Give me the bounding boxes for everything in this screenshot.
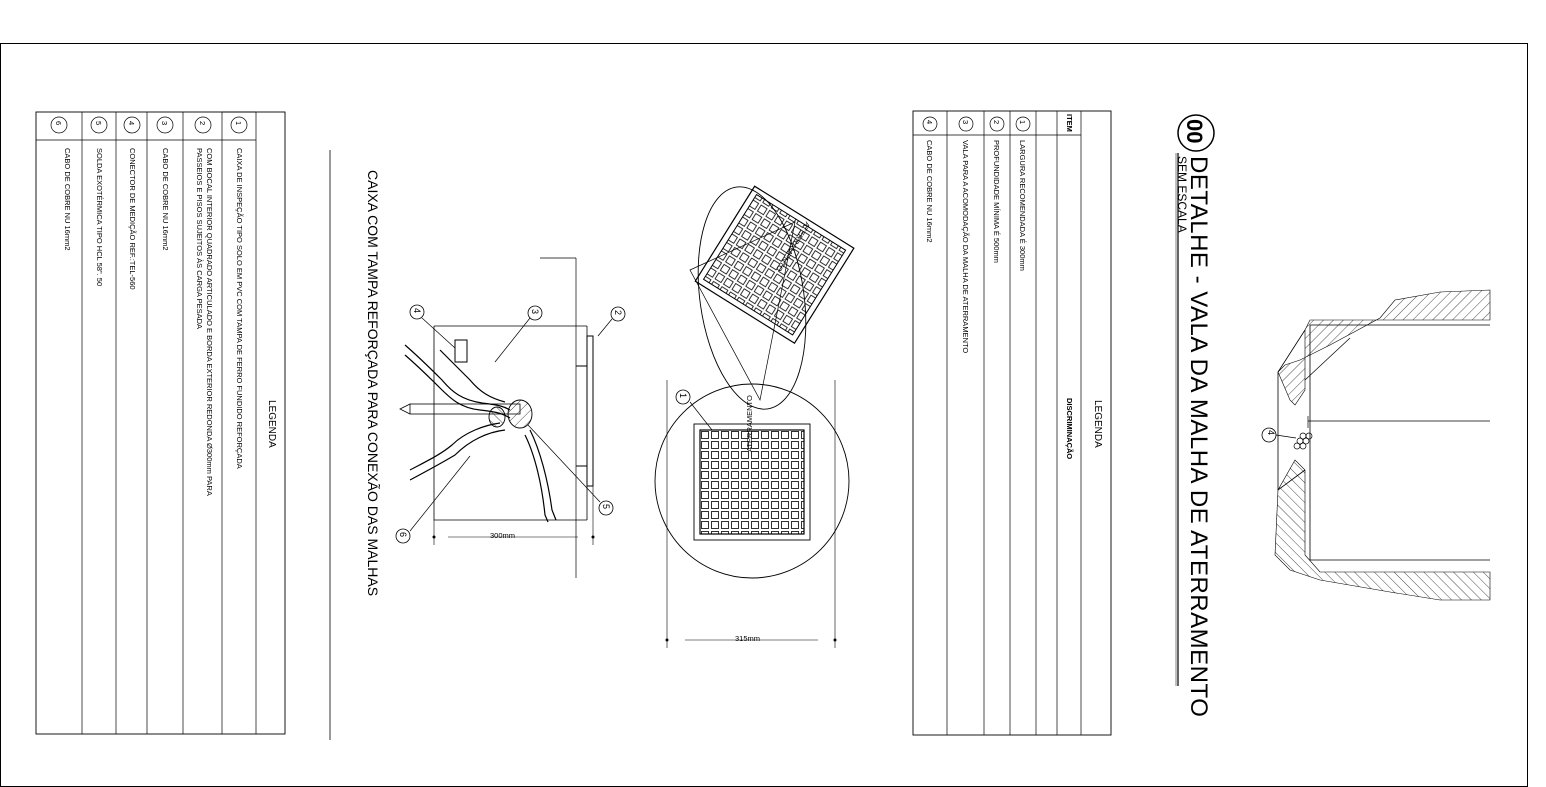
- callout-3-label: 3: [530, 309, 540, 315]
- legend-trench-title: LEGENDA: [1092, 400, 1103, 448]
- dimension-315-text: 315mm: [735, 634, 761, 643]
- legend-trench-text-4: CABO DE COBRE NU 16mm2: [925, 140, 934, 243]
- legend-trench-num-4: 4: [925, 120, 934, 125]
- legend-trench-num-3: 3: [961, 120, 970, 125]
- legend-trench-text-3: VALA PARA A ACOMODAÇÃO DA MALHA DE ATERR…: [961, 140, 970, 354]
- trench-drawing: [1261, 289, 1491, 601]
- detail-scale: SEM ESCALA: [1175, 156, 1189, 233]
- legend-trench-num-1: 1: [1018, 120, 1027, 125]
- dimension-315: [665, 380, 837, 648]
- legend-trench-header-item: ITEM: [1065, 114, 1074, 132]
- lid-perspective: [689, 185, 855, 410]
- measurement-connector: [454, 339, 468, 363]
- legend-box-text-1: CAIXA DE INSPEÇÃO TIPO SOLO EM PVC COM T…: [235, 148, 244, 469]
- callout-6-label: 6: [398, 532, 408, 538]
- legend-box-num-2: 2: [198, 121, 207, 126]
- legend-trench-table: [912, 110, 1112, 736]
- detail-number-circle: [1177, 114, 1215, 152]
- callout-2: [610, 306, 626, 322]
- copper-cable-bundle: [1293, 432, 1313, 450]
- callout-5: [598, 500, 614, 516]
- legend-box-table: [35, 111, 286, 735]
- legend-box-num-3: 3: [160, 121, 169, 126]
- callout-2-label: 2: [613, 310, 623, 316]
- dimension-300: [432, 486, 595, 545]
- legend-box-title: LEGENDA: [266, 400, 277, 448]
- legend-box-num-1: 1: [234, 121, 243, 126]
- callout-3: [527, 305, 543, 321]
- legend-box-text-2b: PASSEIOS E PISOS SUJEITOS ÀS CARGA PESAD…: [195, 148, 204, 330]
- lid-plan: [654, 383, 850, 579]
- trench-soil-right: [1274, 459, 1491, 601]
- callout-5-label: 5: [601, 504, 611, 510]
- legend-box-text-4: CONECTOR DE MEDIÇÃO REF.:TEL-560: [128, 148, 137, 290]
- legend-trench-header-desc: DISCRIMINAÇÃO: [1065, 398, 1074, 460]
- callout-4: [409, 304, 425, 320]
- callout-6: [395, 528, 411, 544]
- legend-trench-text-1: LARGURA RECOMENDADA É 300mm: [1018, 140, 1027, 271]
- lid-plan-label: ATERRAMENTO: [745, 395, 754, 452]
- callout-4-label: 4: [412, 308, 422, 314]
- legend-box-text-5: SOLDA EXOTÉRMICA TIPO HCL 58". 50: [95, 148, 104, 287]
- legend-box-num-5: 5: [94, 121, 103, 126]
- detail-number: 00: [1182, 119, 1207, 144]
- legend-trench-num-2: 2: [992, 120, 1001, 125]
- legend-box-text-3: CABO DE COBRE NU 16mm2: [161, 148, 170, 251]
- trench-outline: [1309, 324, 1490, 561]
- legend-box-num-4: 4: [127, 121, 136, 126]
- dimension-300-text: 300mm: [490, 531, 516, 540]
- legend-trench-text-2: PROFUNDIDADE MÍNIMA É 500mm: [992, 140, 1001, 263]
- legend-box-num-6: 6: [54, 121, 63, 126]
- legend-box-text-2a: COM BOCAL INTERIOR QUADRADO ARTICULADO E…: [205, 148, 214, 496]
- callout-4-trench-label: 4: [1266, 430, 1276, 436]
- detail-title: DETALHE - VALA DA MALHA DE ATERRAMENTO: [1185, 156, 1212, 718]
- sheet-border: [0, 43, 1528, 787]
- legend-box-text-6: CABO DE COBRE NU 16mm2: [63, 148, 72, 251]
- callout-1: [675, 389, 691, 405]
- exothermic-weld: [507, 399, 533, 429]
- box-caption: CAIXA COM TAMPA REFORÇADA PARA CONEXÃO D…: [365, 170, 381, 597]
- box-section: [395, 257, 626, 578]
- callout-1-label: 1: [678, 393, 688, 399]
